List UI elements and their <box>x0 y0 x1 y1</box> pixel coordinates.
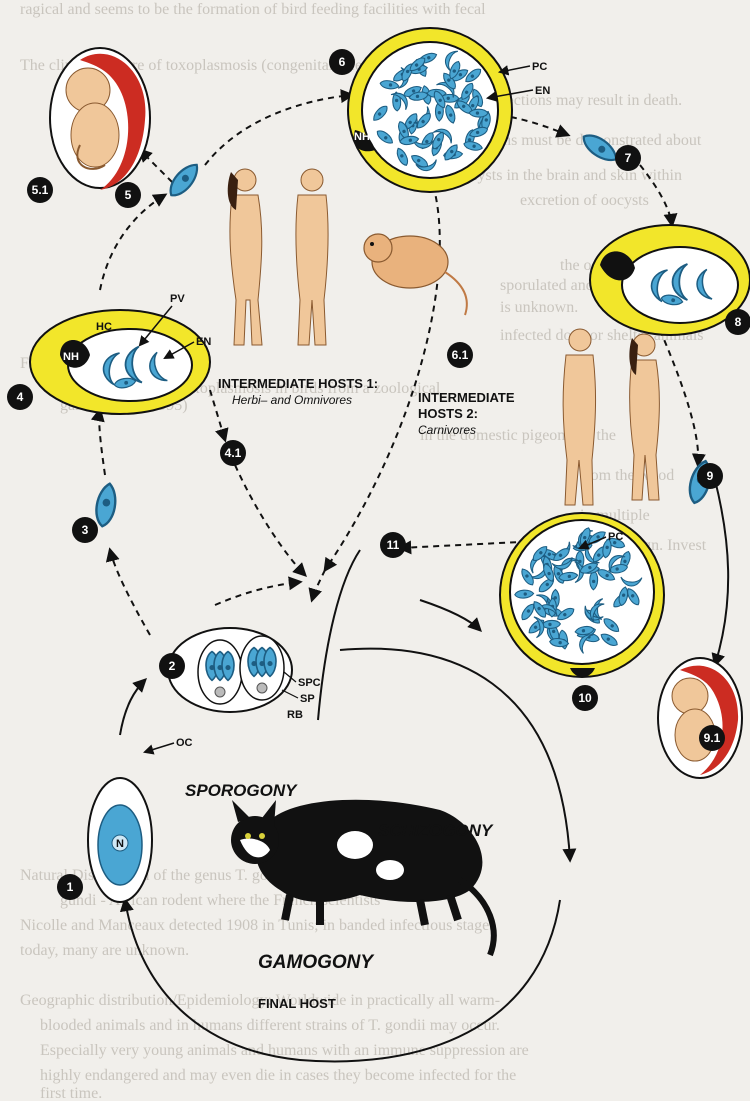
arrow-hosts-to-cat <box>312 560 330 600</box>
arrow-9-to-9.1 <box>715 480 728 665</box>
residual-body <box>257 683 267 693</box>
background-text-line: is unknown. <box>500 299 578 316</box>
step-badge-6.1: 6.1 <box>447 342 473 368</box>
arrow-5-to-6 <box>205 95 352 165</box>
arrow-1-to-2 <box>120 680 145 735</box>
label-hc: HC <box>96 321 112 333</box>
fetus-9.1 <box>658 658 742 778</box>
svg-text:6.1: 6.1 <box>452 348 469 362</box>
arrow-4.1-to-cat <box>235 465 305 575</box>
svg-text:6: 6 <box>339 55 346 69</box>
phase-gamogony: GAMOGONY <box>258 952 375 973</box>
label-spc: SPC <box>298 677 321 689</box>
background-text-line: from the wood <box>580 467 674 484</box>
svg-text:1: 1 <box>67 880 74 894</box>
rodent-figure <box>364 234 467 315</box>
intermediate-hosts-2-title-b: HOSTS 2: <box>418 406 478 421</box>
svg-text:3: 3 <box>82 523 89 537</box>
svg-text:8: 8 <box>735 315 742 329</box>
arrow-2-to-cat <box>215 582 300 605</box>
intermediate-hosts-2-title-a: INTERMEDIATE <box>418 390 515 405</box>
svg-text:4: 4 <box>17 390 24 404</box>
background-text-line: highly endangered and may even die in ca… <box>40 1067 516 1084</box>
intermediate-hosts-2-subtitle: Carnivores <box>418 423 476 437</box>
step-badge-4: 4 <box>7 384 33 410</box>
step-badge-9: 9 <box>697 463 723 489</box>
tissue-cyst-6 <box>348 28 512 192</box>
step-badge-3: 3 <box>72 517 98 543</box>
svg-text:4.1: 4.1 <box>225 446 242 460</box>
arrow-4-to-5 <box>100 195 165 290</box>
background-text-line: first time. <box>40 1085 102 1101</box>
step-badge-2: 2 <box>159 653 185 679</box>
step-badge-1: 1 <box>57 874 83 900</box>
step-badge-11: 11 <box>380 532 406 558</box>
arrow-4-to-4.1 <box>210 390 225 440</box>
step-badge-10: 10 <box>572 685 598 711</box>
sporozoite <box>264 648 276 677</box>
phase-schizogony: SCHIZOGONY <box>378 821 494 840</box>
label-sp: SP <box>300 693 315 705</box>
step-badge-5: 5 <box>115 182 141 208</box>
step-badge-6: 6 <box>329 49 355 75</box>
background-text-line: today, many are unknown. <box>20 942 189 959</box>
svg-text:9: 9 <box>707 469 714 483</box>
arrow-11-to-cat <box>318 550 360 720</box>
intermediate-hosts-1-title: INTERMEDIATE HOSTS 1: <box>218 376 378 391</box>
tissue-cyst-10 <box>500 513 664 677</box>
final-host-label: FINAL HOST <box>258 996 336 1011</box>
svg-text:7: 7 <box>625 151 632 165</box>
background-text-line: ragical and seems to be the formation of… <box>20 1 486 18</box>
step-badge-5.1: 5.1 <box>27 177 53 203</box>
tissue-cyst-4 <box>30 310 210 414</box>
arrow-3-to-4 <box>99 410 105 475</box>
label-rb: RB <box>287 709 303 721</box>
step-badge-4.1: 4.1 <box>220 440 246 466</box>
label-pc-top: PC <box>532 61 547 73</box>
label-en-top: EN <box>535 85 550 97</box>
residual-body <box>215 687 225 697</box>
step-badge-7: 7 <box>615 145 641 171</box>
svg-text:9.1: 9.1 <box>704 731 721 745</box>
phase-sporogony: SPOROGONY <box>185 781 298 800</box>
svg-text:5: 5 <box>125 188 132 202</box>
label-pv: PV <box>170 293 185 305</box>
sporozoite-3 <box>93 482 118 528</box>
label-nh-left: NH <box>63 351 79 363</box>
step-badge-9.1: 9.1 <box>699 725 725 751</box>
label-oc: OC <box>176 737 193 749</box>
label-pc-bottom: PC <box>608 531 623 543</box>
svg-text:5.1: 5.1 <box>32 183 49 197</box>
sporozoite <box>222 652 234 681</box>
arrow-cat-to-schizogony <box>420 600 480 630</box>
background-text-line: excretion of oocysts <box>520 192 649 209</box>
label-n: N <box>116 838 124 850</box>
background-text-line: blooded animals and in humans different … <box>40 1017 500 1034</box>
svg-text:2: 2 <box>169 659 176 673</box>
svg-text:11: 11 <box>387 538 400 552</box>
step-badge-8: 8 <box>725 309 750 335</box>
background-text-line: Especially very young animals and humans… <box>40 1042 529 1059</box>
svg-text:10: 10 <box>578 691 592 705</box>
human-figures-intermediate-1 <box>228 169 328 345</box>
arrow-8-to-9 <box>660 330 698 465</box>
label-nh-top: NH <box>354 131 370 143</box>
sporulated-oocyst-2 <box>168 628 292 712</box>
label-en-left: EN <box>196 336 211 348</box>
fetus-5.1 <box>50 48 150 190</box>
intermediate-hosts-1-subtitle: Herbi– and Omnivores <box>232 393 352 407</box>
arrow-2-to-3 <box>110 550 150 635</box>
